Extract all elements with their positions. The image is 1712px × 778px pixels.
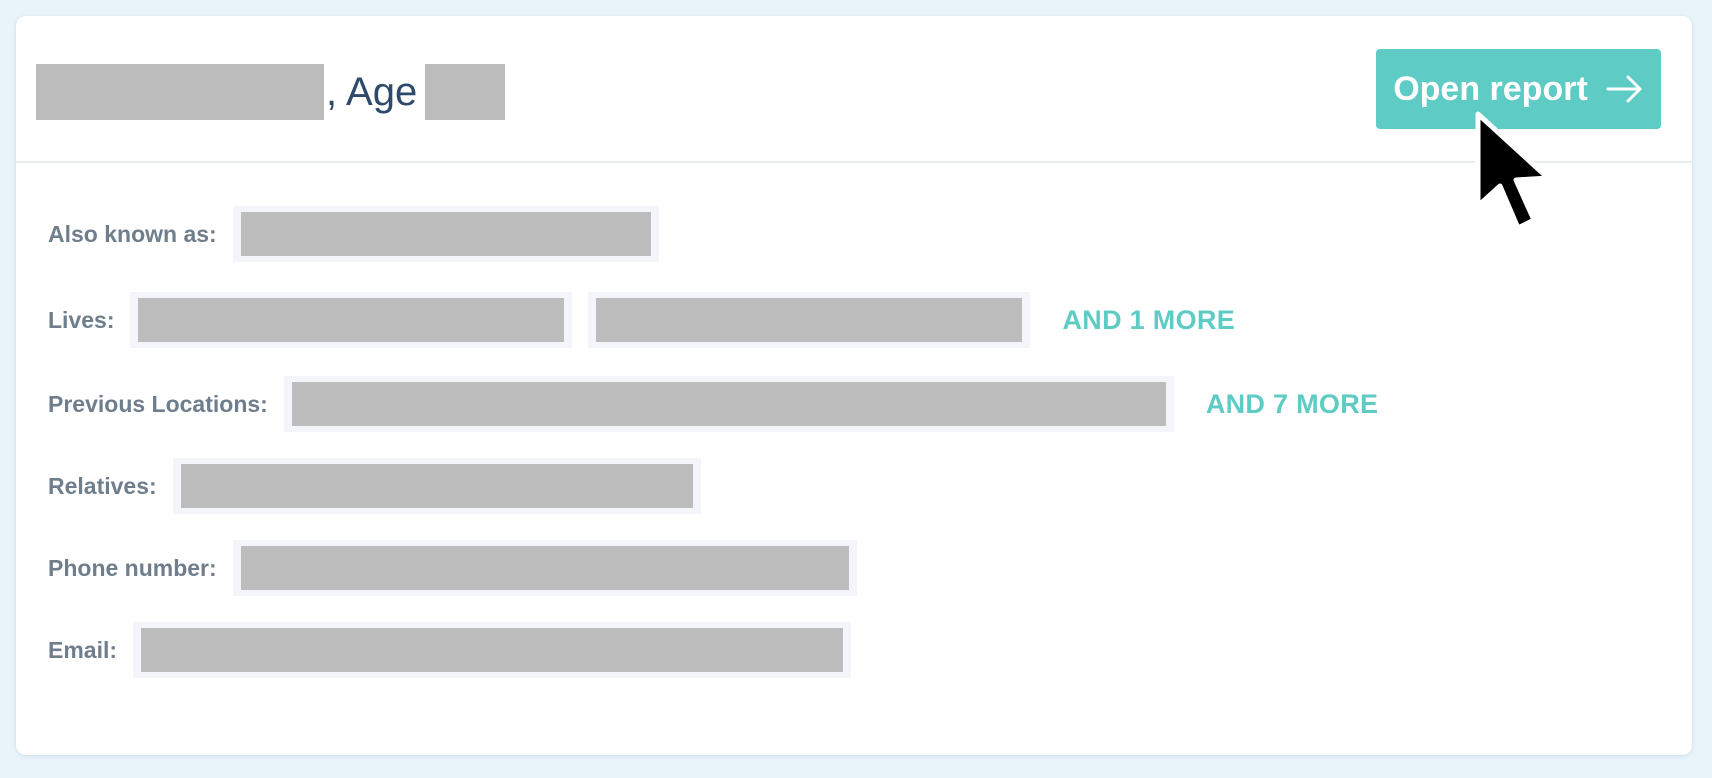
also-known-as-label: Also known as: — [48, 220, 217, 247]
arrow-right-icon — [1606, 75, 1642, 103]
location-chip[interactable] — [130, 292, 573, 348]
email-label: Email: — [48, 636, 118, 663]
age-label: , Age — [326, 70, 418, 114]
previous-locations-more-link[interactable]: AND 7 MORE — [1205, 388, 1379, 419]
person-title: , Age — [36, 64, 506, 120]
location-chip[interactable] — [588, 292, 1031, 348]
email-chip[interactable] — [133, 622, 852, 678]
open-report-label: Open report — [1393, 69, 1588, 108]
row-previous-locations: Previous Locations: AND 7 MORE — [48, 376, 1378, 432]
open-report-button[interactable]: Open report — [1376, 49, 1661, 129]
alias-chip — [232, 206, 659, 262]
mouse-pointer-icon — [1475, 111, 1551, 231]
lives-label: Lives: — [48, 306, 115, 333]
lives-more-link[interactable]: AND 1 MORE — [1062, 304, 1235, 335]
redacted-previous-locations — [291, 382, 1166, 426]
phone-chip[interactable] — [232, 540, 857, 596]
row-email: Email: — [48, 622, 867, 678]
row-also-known-as: Also known as: — [48, 206, 675, 262]
redacted-name — [36, 64, 324, 120]
previous-locations-label: Previous Locations: — [48, 390, 268, 417]
redacted-location — [596, 298, 1023, 342]
row-phone-number: Phone number: — [48, 540, 873, 596]
redacted-age — [425, 64, 506, 120]
redacted-location — [138, 298, 565, 342]
redacted-relatives — [180, 464, 693, 508]
card-header: , Age Open report — [16, 16, 1692, 163]
relative-chip[interactable] — [172, 458, 701, 514]
redacted-alias — [240, 212, 651, 256]
row-lives: Lives: AND 1 MORE — [48, 292, 1235, 348]
redacted-emails — [141, 628, 844, 672]
redacted-phone-numbers — [240, 546, 849, 590]
phone-number-label: Phone number: — [48, 554, 217, 581]
previous-location-chip[interactable] — [283, 376, 1174, 432]
person-result-card: , Age Open report Also known as: Lives: — [16, 16, 1692, 755]
relatives-label: Relatives: — [48, 472, 157, 499]
row-relatives: Relatives: — [48, 458, 717, 514]
